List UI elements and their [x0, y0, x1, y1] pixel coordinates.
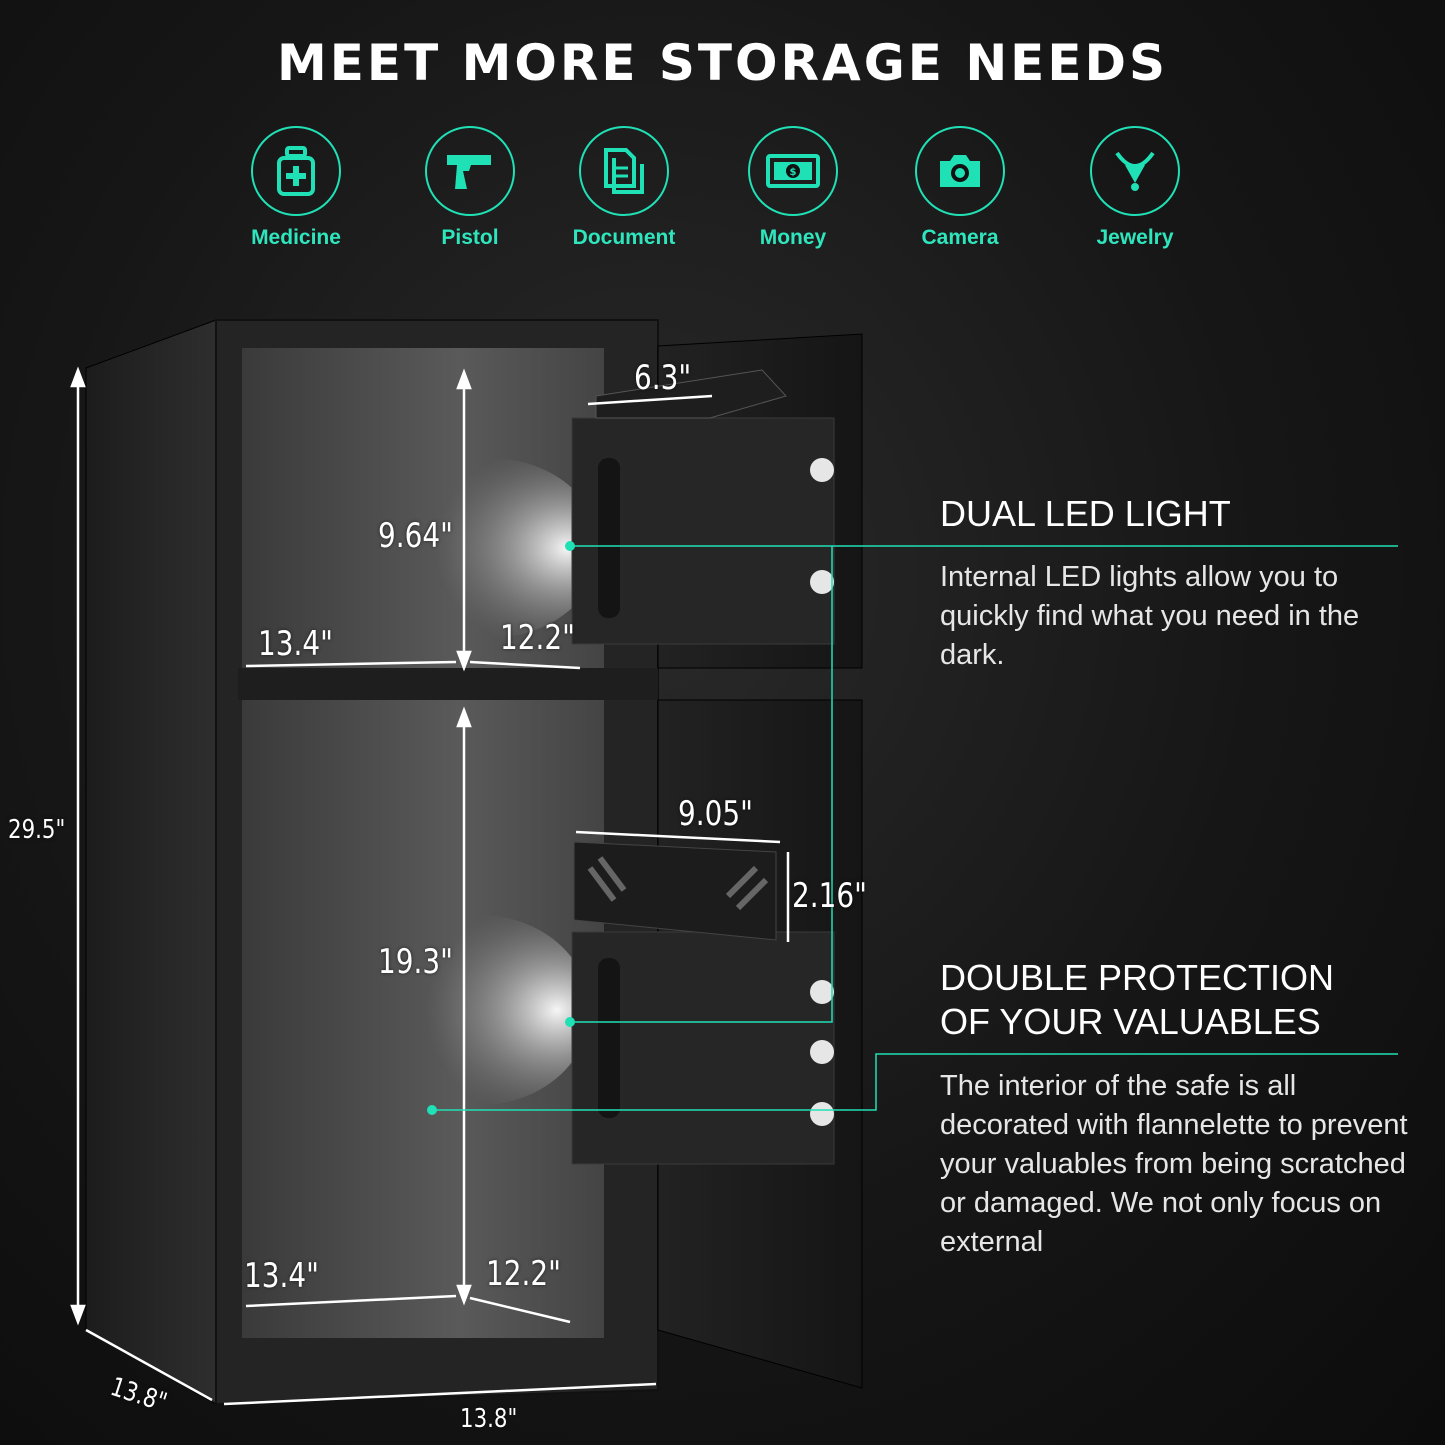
- dim-upper-tray: 6.3": [634, 358, 692, 398]
- feature-protection-title-line1: DOUBLE PROTECTION: [940, 957, 1335, 998]
- document-icon: [579, 126, 669, 216]
- feature-protection-description: The interior of the safe is all decorate…: [940, 1070, 1408, 1258]
- callout-dots: [427, 541, 575, 1115]
- item-label: Jewelry: [1096, 226, 1174, 249]
- medicine-icon: [251, 126, 341, 216]
- dim-pocket-height: 2.16": [792, 876, 867, 916]
- item-label: Document: [572, 226, 676, 249]
- dimension-arrows: [70, 366, 790, 1406]
- dim-width-bottom: 13.8": [460, 1404, 518, 1434]
- item-label: Pistol: [441, 226, 499, 249]
- feature-led-description: Internal LED lights allow you to quickly…: [940, 561, 1360, 671]
- dim-lower-depth: 12.2": [486, 1254, 561, 1294]
- dim-pocket-width: 9.05": [678, 794, 753, 834]
- money-icon: $: [748, 126, 838, 216]
- item-label: Camera: [921, 226, 999, 249]
- headline: MEET MORE STORAGE NEEDS: [277, 34, 1168, 92]
- feature-led-title: DUAL LED LIGHT: [940, 493, 1231, 534]
- dim-lower-height: 19.3": [378, 942, 453, 982]
- dim-upper-width: 13.4": [258, 624, 333, 664]
- dim-upper-depth: 12.2": [500, 618, 575, 658]
- safe-doors: [571, 333, 863, 1389]
- item-pistol: Pistol: [380, 126, 560, 250]
- svg-text:$: $: [790, 167, 797, 178]
- item-label: Medicine: [251, 226, 341, 249]
- dim-upper-height: 9.64": [378, 516, 453, 556]
- callout-lines: [432, 545, 1398, 1111]
- item-camera: Camera: [870, 126, 1050, 250]
- dim-lower-width: 13.4": [244, 1256, 319, 1296]
- light-beams: [370, 458, 600, 1105]
- item-money: $ Money: [703, 126, 883, 250]
- pistol-icon: [425, 126, 515, 216]
- item-jewelry: Jewelry: [1045, 126, 1225, 250]
- feature-protection-title-line2: OF YOUR VALUABLES: [940, 1001, 1321, 1042]
- camera-icon: [915, 126, 1005, 216]
- dim-height-total: 29.5": [8, 815, 66, 845]
- storage-items-row: Medicine Pistol Document $ Money Camera …: [0, 126, 1445, 256]
- jewelry-icon: [1090, 126, 1180, 216]
- item-document: Document: [534, 126, 714, 250]
- item-medicine: Medicine: [206, 126, 386, 250]
- item-label: Money: [759, 226, 827, 249]
